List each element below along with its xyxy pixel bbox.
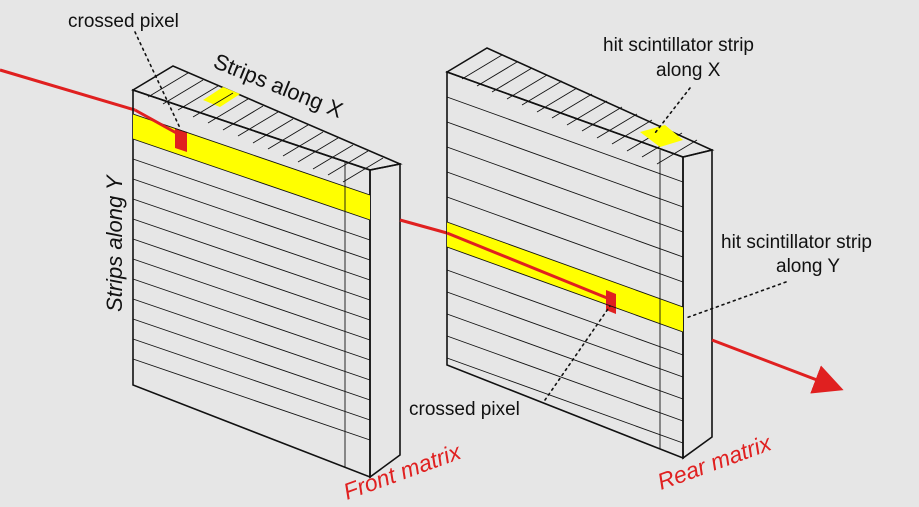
- leader-rear-strip-x: [654, 87, 691, 134]
- label-rear-strip-x-line1: hit scintillator strip: [603, 35, 754, 56]
- front-face: [132, 88, 371, 479]
- rear-matrix: [445, 47, 715, 460]
- leader-rear-crossed-pixel: [544, 305, 611, 401]
- rear-hit-strip-x: [640, 125, 683, 147]
- label-rear-strip-y-line2: along Y: [776, 256, 840, 277]
- label-strips-along-y: Strips along Y: [102, 174, 127, 312]
- front-back-slab: [369, 163, 401, 479]
- particle-beam-in: [0, 68, 136, 112]
- rear-back-slab: [682, 148, 713, 460]
- label-rear-crossed-pixel: crossed pixel: [409, 399, 520, 420]
- leader-front-crossed-pixel: [134, 31, 181, 129]
- label-rear-strip-x-line2: along X: [656, 60, 721, 81]
- particle-beam-rear-segment: [446, 231, 613, 302]
- rear-face-strip-lines: [446, 96, 684, 449]
- rear-face: [446, 70, 684, 460]
- front-hit-strip-y: [133, 114, 370, 220]
- particle-beam-out-arrow: [711, 338, 844, 394]
- rear-crossed-pixel: [606, 290, 616, 314]
- label-front-crossed-pixel: crossed pixel: [68, 11, 179, 32]
- front-top-hit-strip: [203, 87, 240, 107]
- rear-hit-strip-y: [447, 222, 683, 332]
- label-rear-strip-y-line1: hit scintillator strip: [721, 232, 872, 253]
- particle-beam-front-segment: [134, 108, 181, 137]
- front-face-strip-lines: [132, 113, 371, 468]
- label-front-matrix: Front matrix: [340, 438, 466, 505]
- particle-beam-middle: [399, 218, 448, 235]
- front-matrix: [131, 65, 403, 479]
- leader-rear-strip-y: [685, 281, 787, 319]
